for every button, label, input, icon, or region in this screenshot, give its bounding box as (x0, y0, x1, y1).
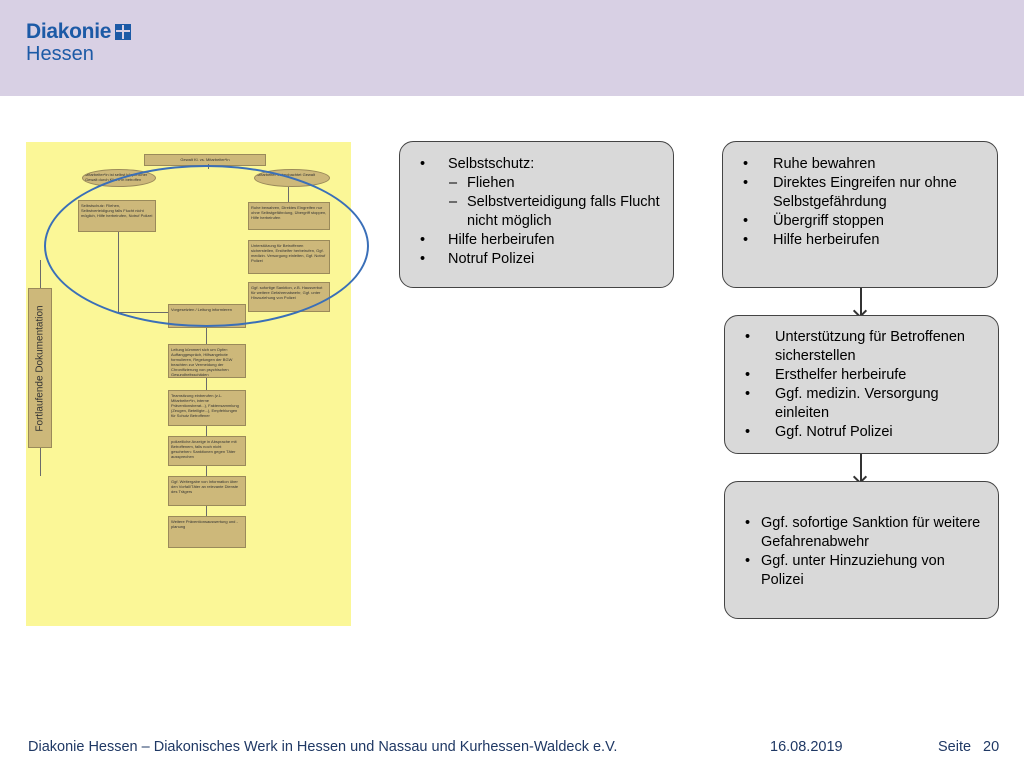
logo-name: Diakonie (26, 20, 112, 43)
support-list: Unterstützung für Betroffenen sicherstel… (725, 328, 990, 442)
cross-icon (115, 24, 132, 40)
list-item: Selbstverteidigung falls Flucht nicht mö… (400, 193, 665, 231)
list-item: Ersthelfer herbeirufe (725, 366, 990, 385)
list-item: Ggf. unter Hinzuziehung von Polizei (725, 552, 990, 590)
list-item: Selbstschutz: (400, 155, 665, 174)
list-item: Ggf. sofortige Sanktion für weitere Gefa… (725, 514, 990, 552)
list-item: Übergriff stoppen (723, 212, 989, 231)
header-band: Diakonie Hessen (0, 0, 1024, 96)
observer-actions-box: Ruhe bewahren Direktes Eingreifen nur oh… (722, 141, 998, 288)
footer-date: 16.08.2019 (770, 739, 843, 755)
list-item: Hilfe herbeirufen (723, 231, 989, 250)
sanction-box: Ggf. sofortige Sanktion für weitere Gefa… (724, 481, 999, 619)
thumb-documentation-bar: Fortlaufende Dokumentation (28, 288, 52, 448)
list-item: Ggf. medizin. Versorgung einleiten (725, 385, 990, 423)
down-arrow-icon (860, 454, 862, 481)
list-item: Direktes Eingreifen nur ohne Selbstgefäh… (723, 174, 989, 212)
logo-subtitle: Hessen (26, 43, 94, 65)
list-item: Hilfe herbeirufen (400, 231, 665, 250)
thumb-mid-box-6: Weitere Präventionsauswertung und -planu… (168, 516, 246, 548)
thumb-mid-box-2: Leitung kümmert sich um Opfer: Auffangge… (168, 344, 246, 378)
thumb-mid-box-4: polizeiliche Anzeige in Absprache mit Be… (168, 436, 246, 466)
thumb-mid-box-5: Ggf. Weitergabe von Information über den… (168, 476, 246, 506)
down-arrow-icon (860, 288, 862, 315)
highlight-ellipse (44, 165, 369, 327)
thumb-documentation-label: Fortlaufende Dokumentation (34, 304, 46, 432)
self-protection-box: Selbstschutz: Fliehen Selbstverteidigung… (399, 141, 674, 288)
self-protection-list: Selbstschutz: Fliehen Selbstverteidigung… (400, 155, 665, 269)
sanction-list: Ggf. sofortige Sanktion für weitere Gefa… (725, 514, 990, 590)
list-item: Ggf. Notruf Polizei (725, 423, 990, 442)
footer-organization: Diakonie Hessen – Diakonisches Werk in H… (28, 739, 618, 755)
list-item: Ruhe bewahren (723, 155, 989, 174)
list-item: Unterstützung für Betroffenen sicherstel… (725, 328, 990, 366)
list-item: Notruf Polizei (400, 250, 665, 269)
footer-page-number: 20 (983, 739, 1000, 755)
diakonie-logo: Diakonie Hessen (26, 20, 132, 66)
observer-actions-list: Ruhe bewahren Direktes Eingreifen nur oh… (723, 155, 989, 250)
footer-page-label: Seite (938, 739, 972, 755)
thumb-mid-box-3: Teamsitzung einberufen (z.L. Mitarbeiter… (168, 390, 246, 426)
list-item: Fliehen (400, 174, 665, 193)
support-box: Unterstützung für Betroffenen sicherstel… (724, 315, 999, 454)
